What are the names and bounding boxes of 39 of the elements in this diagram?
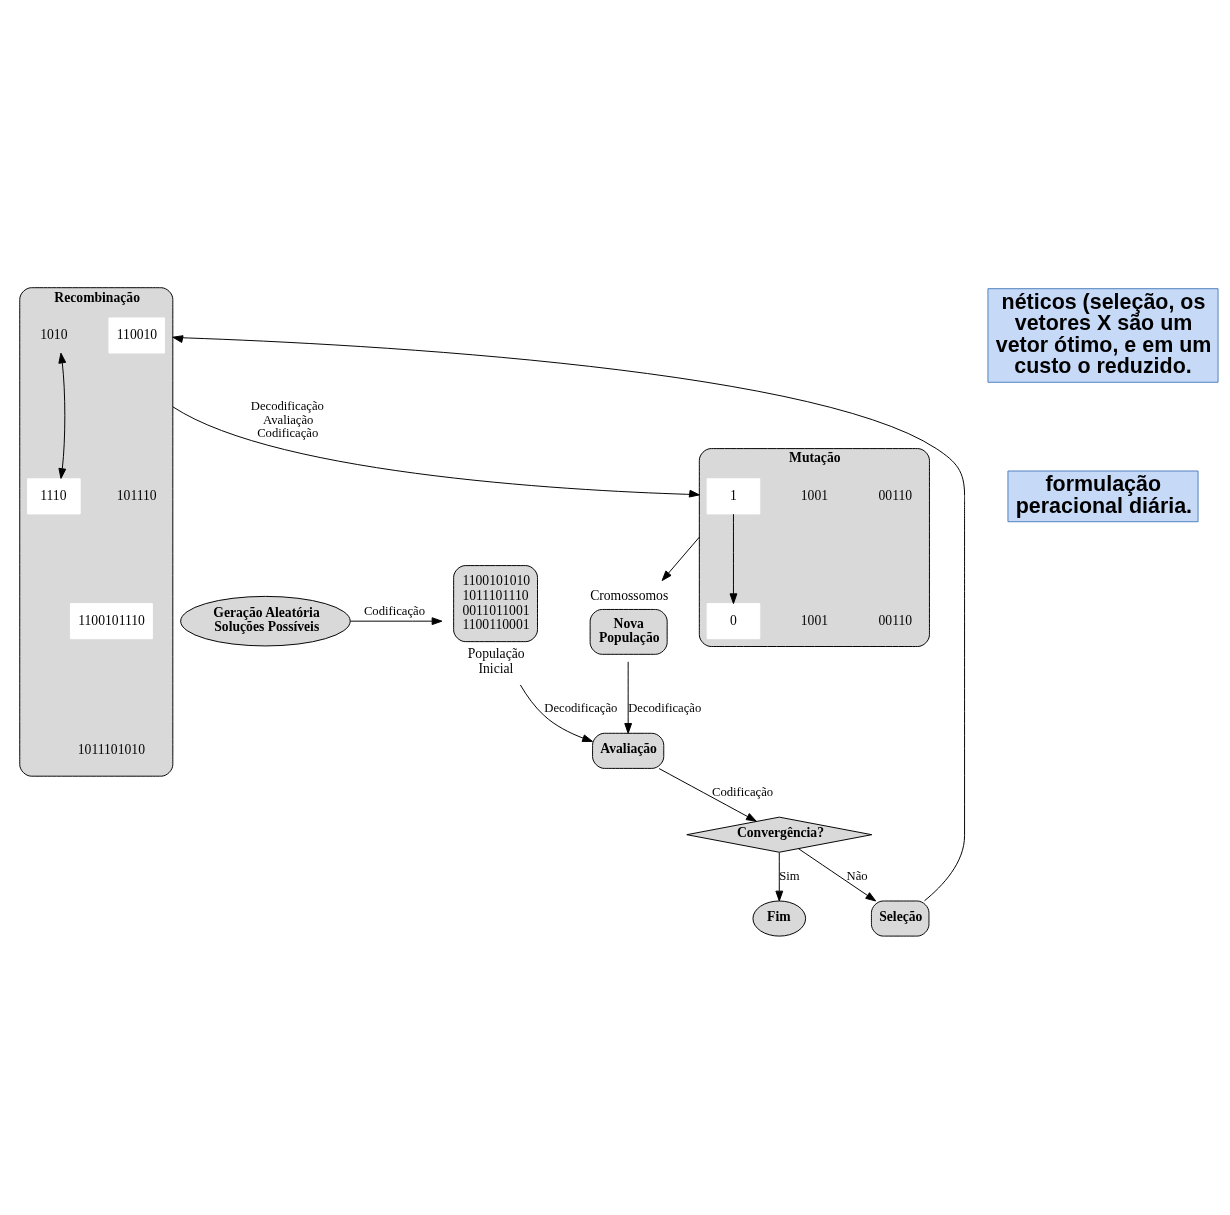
label: 1011101010 [77, 741, 145, 757]
label: 101110 [116, 487, 157, 503]
arrow [58, 352, 67, 479]
edge-label: Decodificação [544, 700, 618, 715]
edge-label: Codificação [712, 784, 774, 799]
node-ellipse: Fim [752, 900, 807, 937]
node-box: 110010 [108, 316, 165, 353]
edge-label: Codificação [363, 603, 426, 618]
node-box: formulação peracional diária. [1007, 470, 1199, 522]
label: 1001 [800, 487, 829, 503]
node-box: néticos (seleção, os vetores X são um vetor ótimo, e em um custo o reduzido. [987, 287, 1219, 383]
arrow [624, 660, 633, 734]
node-box: Avaliação [592, 732, 665, 769]
node-box: 0 [706, 602, 761, 639]
arrow [172, 405, 700, 498]
node-diamond: Convergência? [686, 816, 873, 853]
edge-label: Decodificação [628, 700, 702, 715]
label: 00110 [878, 487, 913, 503]
arrow [658, 767, 757, 822]
node-label: Cromossomos [590, 587, 669, 603]
arrow [729, 513, 738, 604]
node-text: 1010 [40, 326, 68, 342]
node-box: 1 [706, 477, 761, 514]
edge-label: Sim [779, 868, 800, 883]
label: 1001 [800, 612, 829, 628]
arrow [172, 334, 966, 901]
edge-label: Não [846, 868, 868, 883]
edge-label: Decodificação Avaliação Codificação [250, 398, 324, 440]
node-label: População Inicial [467, 645, 525, 676]
node-box: 1100101110 [69, 602, 153, 639]
arrow [797, 847, 877, 901]
arrow [775, 851, 784, 901]
node-ellipse: Geração Aleatória Soluções Possíveis [180, 595, 351, 646]
arrow [661, 536, 700, 581]
node-box: Seleção [870, 900, 930, 937]
arrow [519, 683, 593, 742]
label: 00110 [878, 612, 913, 628]
arrow [350, 616, 443, 625]
node-box: 1110 [27, 477, 81, 514]
